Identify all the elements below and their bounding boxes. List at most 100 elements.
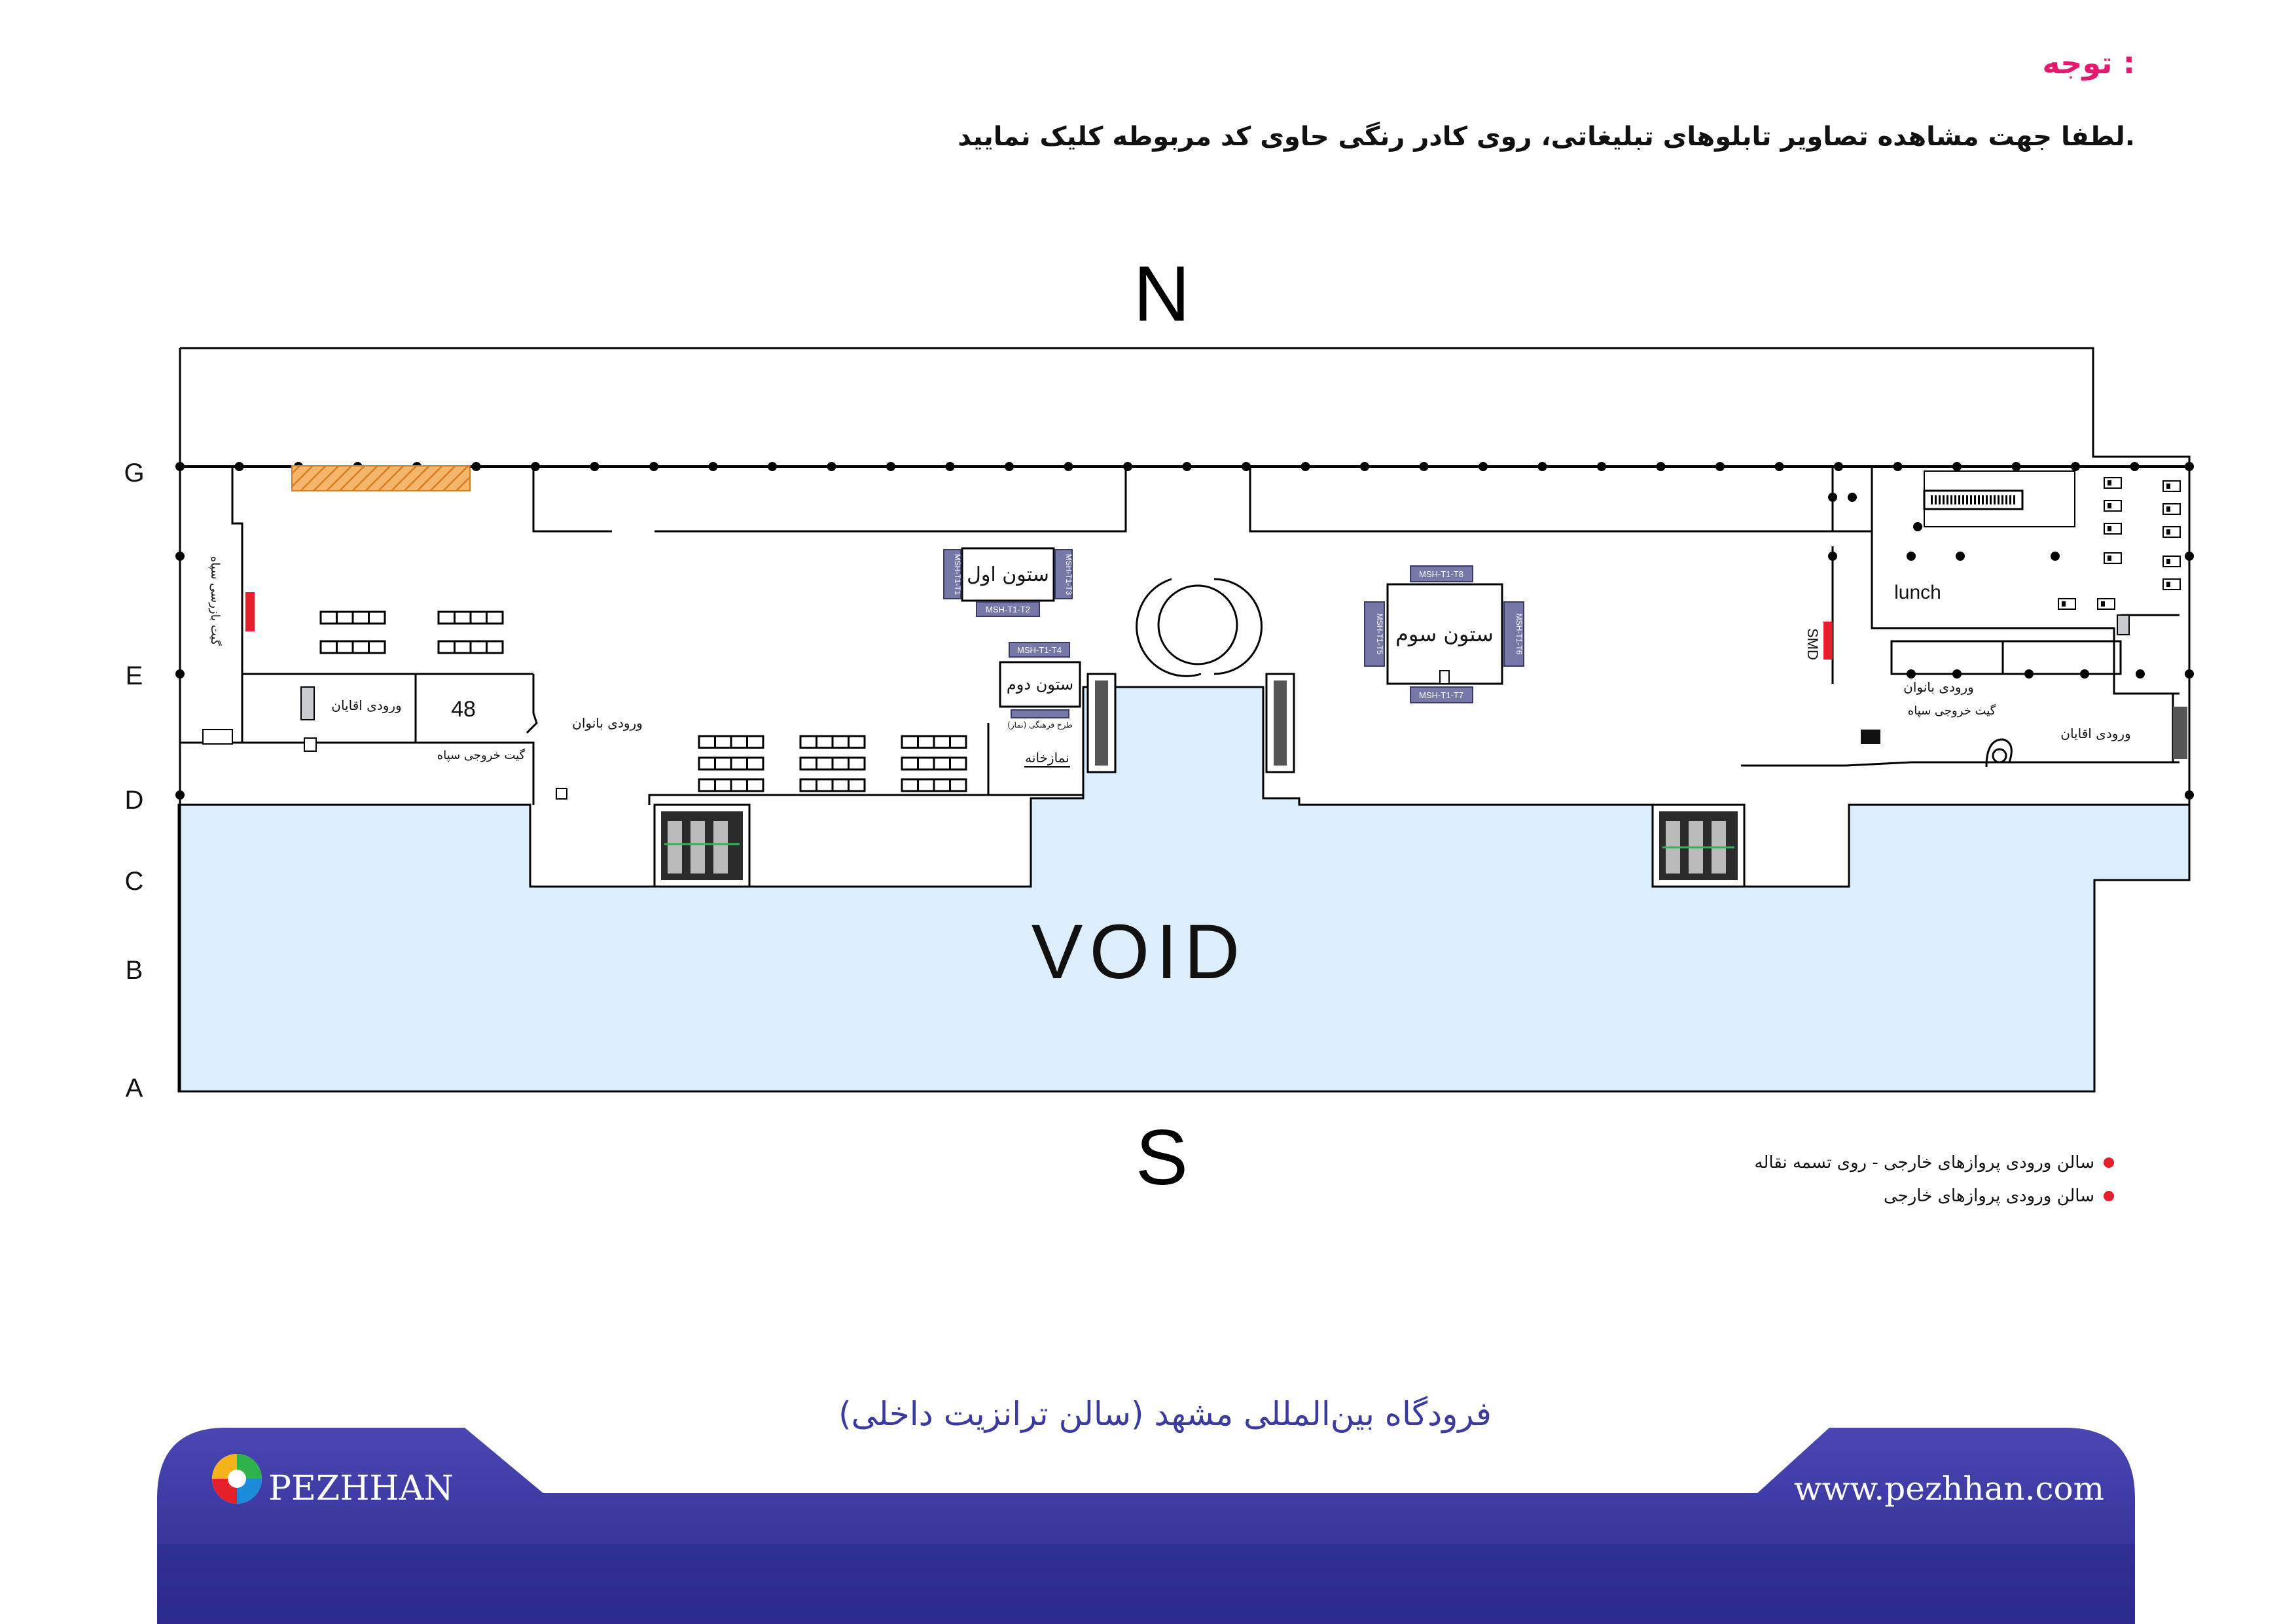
building-outline bbox=[180, 347, 2191, 805]
grid-column-dot bbox=[1242, 462, 1251, 471]
grid-column-dot bbox=[768, 462, 777, 471]
void-area bbox=[177, 686, 2191, 1093]
lunch-label: lunch bbox=[1894, 582, 1941, 603]
highlighted-ad-strip[interactable] bbox=[291, 465, 471, 491]
exit-gate-left: گیت خروجی سپاه bbox=[437, 748, 526, 762]
table-icon bbox=[2162, 480, 2181, 492]
grid-column-dot bbox=[945, 462, 955, 471]
notice-instruction: لطفا جهت مشاهده تصاویر تابلوهای تبلیغاتی… bbox=[958, 121, 2135, 152]
table-icon bbox=[2162, 526, 2181, 538]
svg-text:MSH-T1-T8: MSH-T1-T8 bbox=[1419, 569, 1463, 579]
gate-box bbox=[304, 737, 317, 752]
seating-middle bbox=[698, 735, 967, 792]
vertical-gate-label: گیت بازرسی سپاه bbox=[208, 556, 223, 646]
grid-column-dot bbox=[2130, 462, 2140, 471]
seating-left bbox=[319, 610, 504, 654]
ad-panel-c3-right[interactable] bbox=[1503, 601, 1524, 667]
ad-panel-c3-bottom[interactable] bbox=[1410, 686, 1473, 703]
corner-box bbox=[202, 729, 233, 745]
grid-column-dot bbox=[1479, 462, 1488, 471]
footer-brand: PEZHHAN bbox=[268, 1469, 454, 1508]
grid-column-dot bbox=[1123, 462, 1132, 471]
svg-text:MSH-T1-T3: MSH-T1-T3 bbox=[1064, 554, 1073, 595]
red-marker-left[interactable] bbox=[245, 592, 255, 631]
grid-row-labels: G E D C B A bbox=[124, 459, 144, 1103]
red-marker-right[interactable] bbox=[1823, 622, 1833, 660]
ad-panel-c3-left[interactable] bbox=[1364, 601, 1385, 667]
grid-column-dot bbox=[649, 462, 658, 471]
grid-column-dot bbox=[2185, 790, 2194, 800]
gents-booth bbox=[300, 686, 315, 720]
escalator-left bbox=[653, 803, 751, 888]
north-label: N bbox=[1134, 250, 1191, 338]
grid-column-dot bbox=[1952, 462, 1962, 471]
footer-website[interactable]: www.pezhhan.com bbox=[1794, 1470, 2104, 1508]
legend-label-2: سالن ورودی پروازهای خارجی bbox=[1884, 1186, 2094, 1206]
walkways-vertical bbox=[1086, 673, 1295, 773]
legend-dot-2 bbox=[2104, 1191, 2114, 1201]
svg-text:MSH-T1-T7: MSH-T1-T7 bbox=[1419, 690, 1463, 700]
circular-atrium bbox=[1136, 578, 1263, 677]
feature-dot bbox=[1952, 669, 1962, 679]
legend-label-1: سالن ورودی پروازهای خارجی - روی تسمه نقا… bbox=[1755, 1153, 2094, 1173]
column-second-box bbox=[999, 661, 1081, 708]
interior-walls bbox=[180, 467, 2179, 805]
black-box bbox=[1861, 730, 1880, 744]
ad-panel-c1-bottom[interactable] bbox=[976, 601, 1040, 617]
feature-dot bbox=[2024, 669, 2034, 679]
ad-panel-c2-bottom[interactable] bbox=[1011, 709, 1069, 718]
notice-title: توجه : bbox=[2042, 45, 2135, 80]
svg-text:MSH-T1-T1: MSH-T1-T1 bbox=[953, 554, 962, 595]
column-second-label: ستون دوم bbox=[1007, 675, 1073, 694]
feature-dot bbox=[1913, 522, 1922, 531]
grid-column-dot bbox=[2185, 462, 2194, 471]
right-small-features bbox=[1848, 477, 2181, 679]
feature-dot bbox=[2136, 669, 2145, 679]
small-box bbox=[556, 788, 567, 800]
row-label-g: G bbox=[124, 459, 144, 487]
ad-panel-c1-right[interactable] bbox=[1054, 549, 1073, 599]
feature-dot bbox=[2051, 552, 2060, 561]
grid-column-dot bbox=[827, 462, 836, 471]
table-icon bbox=[2162, 503, 2181, 515]
feature-dot bbox=[2080, 669, 2089, 679]
table-icon bbox=[2104, 552, 2122, 564]
grid-column-dot bbox=[471, 462, 481, 471]
grid-column-dot bbox=[1774, 462, 1784, 471]
ad-panel-c1-left[interactable] bbox=[943, 549, 961, 599]
right-room-box bbox=[1924, 470, 2075, 527]
table-icon bbox=[2104, 523, 2122, 535]
grid-column-dot bbox=[1597, 462, 1606, 471]
table-icon bbox=[2097, 598, 2115, 610]
grid-column-dot bbox=[1064, 462, 1073, 471]
grid-column-dot bbox=[2071, 462, 2080, 471]
svg-text:MSH-T1-T6: MSH-T1-T6 bbox=[1515, 614, 1524, 655]
grid-column-dot bbox=[175, 669, 185, 679]
grid-column-dot bbox=[1715, 462, 1725, 471]
column-first-label: ستون اول bbox=[967, 563, 1049, 586]
table-icon bbox=[2104, 477, 2122, 489]
exit-gate-right: گیت خروجی سپاه bbox=[1908, 703, 1996, 718]
grid-column-dot bbox=[531, 462, 540, 471]
row-label-d: D bbox=[125, 786, 144, 815]
ad-panel-c2-top[interactable] bbox=[1009, 642, 1070, 658]
ladies-entrance-left: ورودی بانوان bbox=[572, 715, 643, 731]
grid-column-dot bbox=[175, 790, 185, 800]
row-label-a: A bbox=[126, 1074, 143, 1103]
grid-column-dot bbox=[1656, 462, 1666, 471]
grid-column-dot bbox=[1537, 462, 1547, 471]
feature-dot bbox=[1848, 493, 1857, 502]
ad-panel-c3-top[interactable] bbox=[1410, 565, 1473, 582]
column-third-label: ستون سوم bbox=[1395, 622, 1494, 646]
column-third-box bbox=[1386, 583, 1503, 685]
grid-column-dot bbox=[175, 462, 185, 471]
void-label: VOID bbox=[1031, 909, 1247, 995]
grid-column-dot bbox=[2185, 552, 2194, 561]
grid-column-dot bbox=[1419, 462, 1429, 471]
grid-column-dot bbox=[1005, 462, 1014, 471]
grid-column-dot bbox=[1182, 462, 1192, 471]
feature-dot bbox=[1956, 552, 1965, 561]
grid-column-dot bbox=[175, 552, 185, 561]
room-48: 48 bbox=[451, 697, 476, 722]
grid-column-dot bbox=[1300, 462, 1310, 471]
